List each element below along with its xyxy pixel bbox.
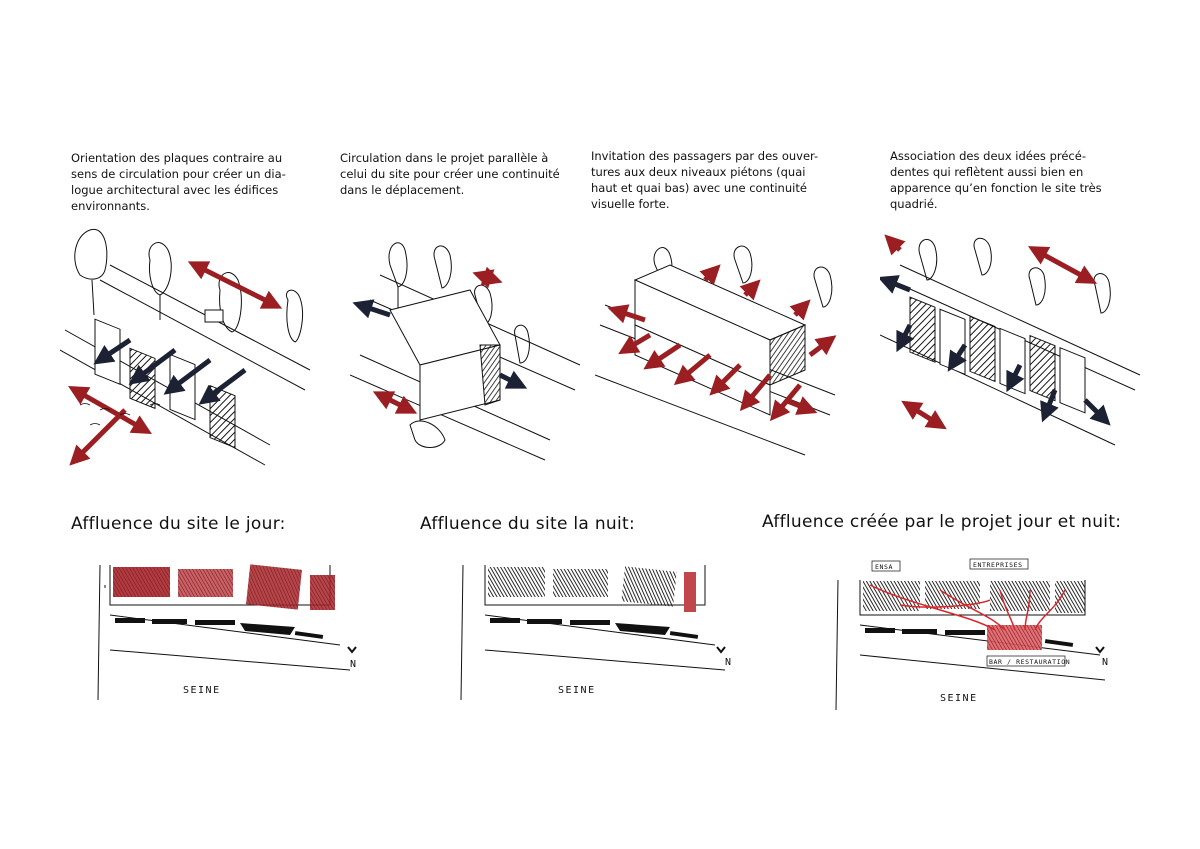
north-label-night: N xyxy=(725,657,733,668)
heading-night: Affluence du site la nuit: xyxy=(420,514,636,534)
caption-2: Circulation dans le projet parallèle à c… xyxy=(340,151,560,197)
river-label-project: SEINE xyxy=(940,693,978,704)
plan-day: N SEINE xyxy=(97,564,358,701)
sketch-circulation-parallele xyxy=(350,242,581,461)
north-label-project: N xyxy=(1102,657,1110,668)
tag-ensa: ENSA xyxy=(875,563,893,571)
north-label-day: N xyxy=(350,659,358,670)
sketch-orientation-plaques xyxy=(60,228,311,466)
caption-4: Association des deux idées précé- dentes… xyxy=(890,149,1102,211)
plan-project: ENSA ENTREPRISES BAR / RESTAURATION N SE… xyxy=(835,558,1110,711)
caption-1: Orientation des plaques contraire au sen… xyxy=(71,151,286,213)
sketch-association-idees xyxy=(880,234,1141,446)
sketch-invitation-passagers xyxy=(595,245,837,456)
heading-day: Affluence du site le jour: xyxy=(71,514,286,534)
tag-bar-restauration: BAR / RESTAURATION xyxy=(989,658,1070,666)
caption-3: Invitation des passagers par des ouver- … xyxy=(591,149,819,211)
tag-entreprises: ENTREPRISES xyxy=(973,561,1023,569)
river-label-night: SEINE xyxy=(558,685,596,696)
heading-project: Affluence créée par le projet jour et nu… xyxy=(762,512,1122,532)
river-label-day: SEINE xyxy=(183,685,221,696)
plan-night: N SEINE xyxy=(460,564,733,701)
